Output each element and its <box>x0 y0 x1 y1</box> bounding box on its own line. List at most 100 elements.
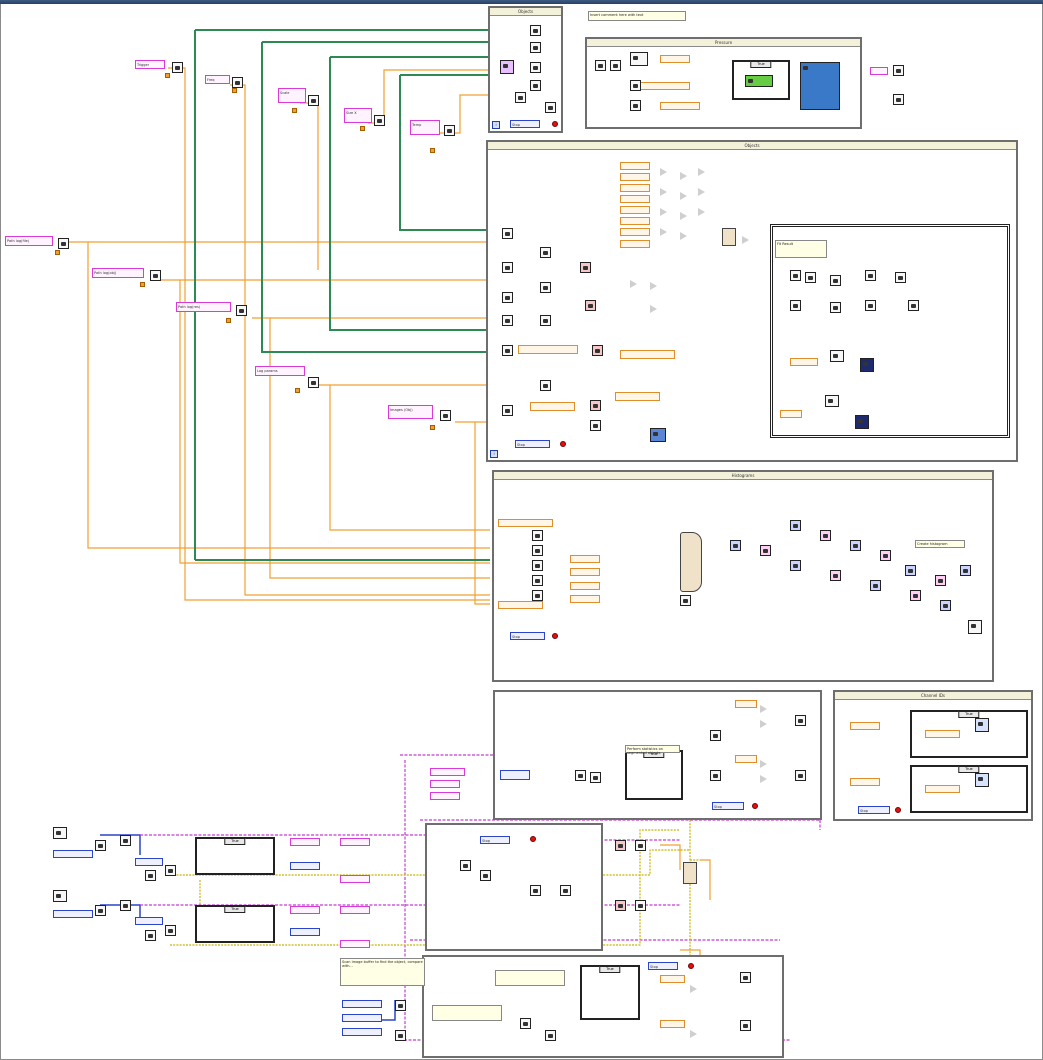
hist-mesh-8[interactable] <box>830 570 841 581</box>
hist-mesh-10[interactable] <box>910 590 921 601</box>
subvi-seq-2[interactable] <box>805 272 816 283</box>
hist-mesh-1[interactable] <box>730 540 741 551</box>
label-size-x[interactable]: Size X <box>344 108 372 123</box>
case-selector[interactable]: True <box>750 61 772 68</box>
case-structure-acq-a[interactable]: True <box>195 837 275 875</box>
const-term-6[interactable] <box>55 250 60 255</box>
const-col-8[interactable] <box>620 240 650 248</box>
stats-compare-2[interactable] <box>760 720 767 728</box>
const-col-7[interactable] <box>620 228 650 236</box>
case-selector-acq-b[interactable]: True <box>224 906 246 913</box>
hist-const-3[interactable] <box>570 555 600 563</box>
subvi-hist-2[interactable] <box>532 545 543 556</box>
bottom-const-2[interactable] <box>660 1020 685 1028</box>
const-col-4[interactable] <box>620 195 650 203</box>
const-term-1[interactable] <box>165 73 170 78</box>
compare-node-15[interactable] <box>742 236 749 244</box>
compare-node-3[interactable] <box>698 168 705 176</box>
subvi-seq-3[interactable] <box>830 275 841 286</box>
case-selector-acq-a[interactable]: True <box>224 838 246 845</box>
stats-control-2[interactable] <box>430 768 465 776</box>
subvi-acq-mid-2[interactable] <box>480 870 491 881</box>
subvi-top-3[interactable] <box>500 60 514 74</box>
hist-mesh-3[interactable] <box>790 520 801 531</box>
const-col-3[interactable] <box>620 184 650 192</box>
subvi-pressure-extra-2[interactable] <box>893 94 904 105</box>
const-term-4[interactable] <box>360 126 365 131</box>
stop-control-stats[interactable]: Stop <box>712 802 744 810</box>
acq-a-camera-label[interactable] <box>53 850 93 858</box>
acquisition-while-loop[interactable] <box>425 823 603 951</box>
subvi-graph-main[interactable] <box>650 428 666 442</box>
subvi-red-2[interactable] <box>585 300 596 311</box>
bottom-control-2[interactable] <box>342 1014 382 1022</box>
compare-node-2[interactable] <box>680 172 687 180</box>
subvi-main-4[interactable] <box>502 315 513 326</box>
const-term-10[interactable] <box>430 425 435 430</box>
bottom-control-1[interactable] <box>342 1000 382 1008</box>
case-selector-channel-b[interactable]: True <box>958 766 980 773</box>
subvi-acq-mid-4[interactable] <box>560 885 571 896</box>
hist-mesh-9[interactable] <box>870 580 881 591</box>
stats-compare-4[interactable] <box>760 775 767 783</box>
subvi-pressure-5[interactable] <box>630 100 641 111</box>
hist-mesh-12[interactable] <box>905 565 916 576</box>
compare-node-13[interactable] <box>650 282 657 290</box>
subvi-seq-4[interactable] <box>865 270 876 281</box>
acq-b-camera-label[interactable] <box>53 910 93 918</box>
stop-button-hist-icon[interactable] <box>552 633 558 639</box>
acq-a-stop-label[interactable]: Stop <box>480 836 510 844</box>
subvi-acq-mid-3[interactable] <box>530 885 541 896</box>
subvi-seq-9[interactable] <box>908 300 919 311</box>
stop-button-icon[interactable] <box>552 121 558 127</box>
subvi-path-obj[interactable] <box>150 270 161 281</box>
subvi-seq-monitor-1[interactable] <box>860 358 874 372</box>
subvi-trigger[interactable] <box>172 62 183 73</box>
hist-save-icon[interactable] <box>968 620 982 634</box>
hist-bundle-node[interactable] <box>680 532 702 592</box>
stats-control-4[interactable] <box>430 792 460 800</box>
compare-node-4[interactable] <box>660 188 667 196</box>
subvi-main-9[interactable] <box>540 315 551 326</box>
const-term-9[interactable] <box>295 388 300 393</box>
acq-mid-label-2[interactable] <box>340 838 370 846</box>
hist-mesh-4[interactable] <box>820 530 831 541</box>
compare-node-11[interactable] <box>680 232 687 240</box>
label-scale[interactable]: Scale <box>278 88 306 103</box>
subvi-channel-1[interactable] <box>975 718 989 732</box>
subvi-pressure-4[interactable] <box>630 80 641 91</box>
const-term-8[interactable] <box>226 318 231 323</box>
hist-mesh-13[interactable] <box>935 575 946 586</box>
stop-button-acq-a-icon[interactable] <box>530 836 536 842</box>
acq-mid-label-5[interactable] <box>290 906 320 914</box>
subvi-acq-mid-6[interactable] <box>635 840 646 851</box>
label-path-file[interactable]: Path log(file) <box>5 236 53 246</box>
hist-const-1[interactable] <box>498 519 553 527</box>
subvi-seq-6[interactable] <box>790 300 801 311</box>
compare-node-5[interactable] <box>680 192 687 200</box>
subvi-bottom-5[interactable] <box>740 972 751 983</box>
label-temp[interactable]: Temp <box>410 120 440 135</box>
subvi-pressure-2[interactable] <box>610 60 621 71</box>
subvi-path-file[interactable] <box>58 238 69 249</box>
acq-mid-label-1[interactable] <box>290 838 320 846</box>
stats-control-1[interactable] <box>500 770 530 780</box>
const-col-5[interactable] <box>620 206 650 214</box>
subvi-stats-1[interactable] <box>575 770 586 781</box>
label-path-obj[interactable]: Path log(obj) <box>92 268 144 278</box>
compare-node-8[interactable] <box>680 212 687 220</box>
subvi-top-5[interactable] <box>530 80 541 91</box>
subvi-acq-a-3[interactable] <box>120 835 131 846</box>
subvi-stats-3[interactable] <box>710 730 721 741</box>
compare-node-6[interactable] <box>698 188 705 196</box>
subvi-bottom-4[interactable] <box>545 1030 556 1041</box>
subvi-top-7[interactable] <box>545 102 556 113</box>
case-structure-stats[interactable]: True <box>625 750 683 800</box>
subvi-log-params[interactable] <box>308 377 319 388</box>
subvi-size-x[interactable] <box>374 115 385 126</box>
subvi-main-5[interactable] <box>502 345 513 356</box>
const-col-2[interactable] <box>620 173 650 181</box>
subvi-stats-2[interactable] <box>590 772 601 783</box>
subvi-scale[interactable] <box>308 95 319 106</box>
subvi-bottom-2[interactable] <box>395 1030 406 1041</box>
